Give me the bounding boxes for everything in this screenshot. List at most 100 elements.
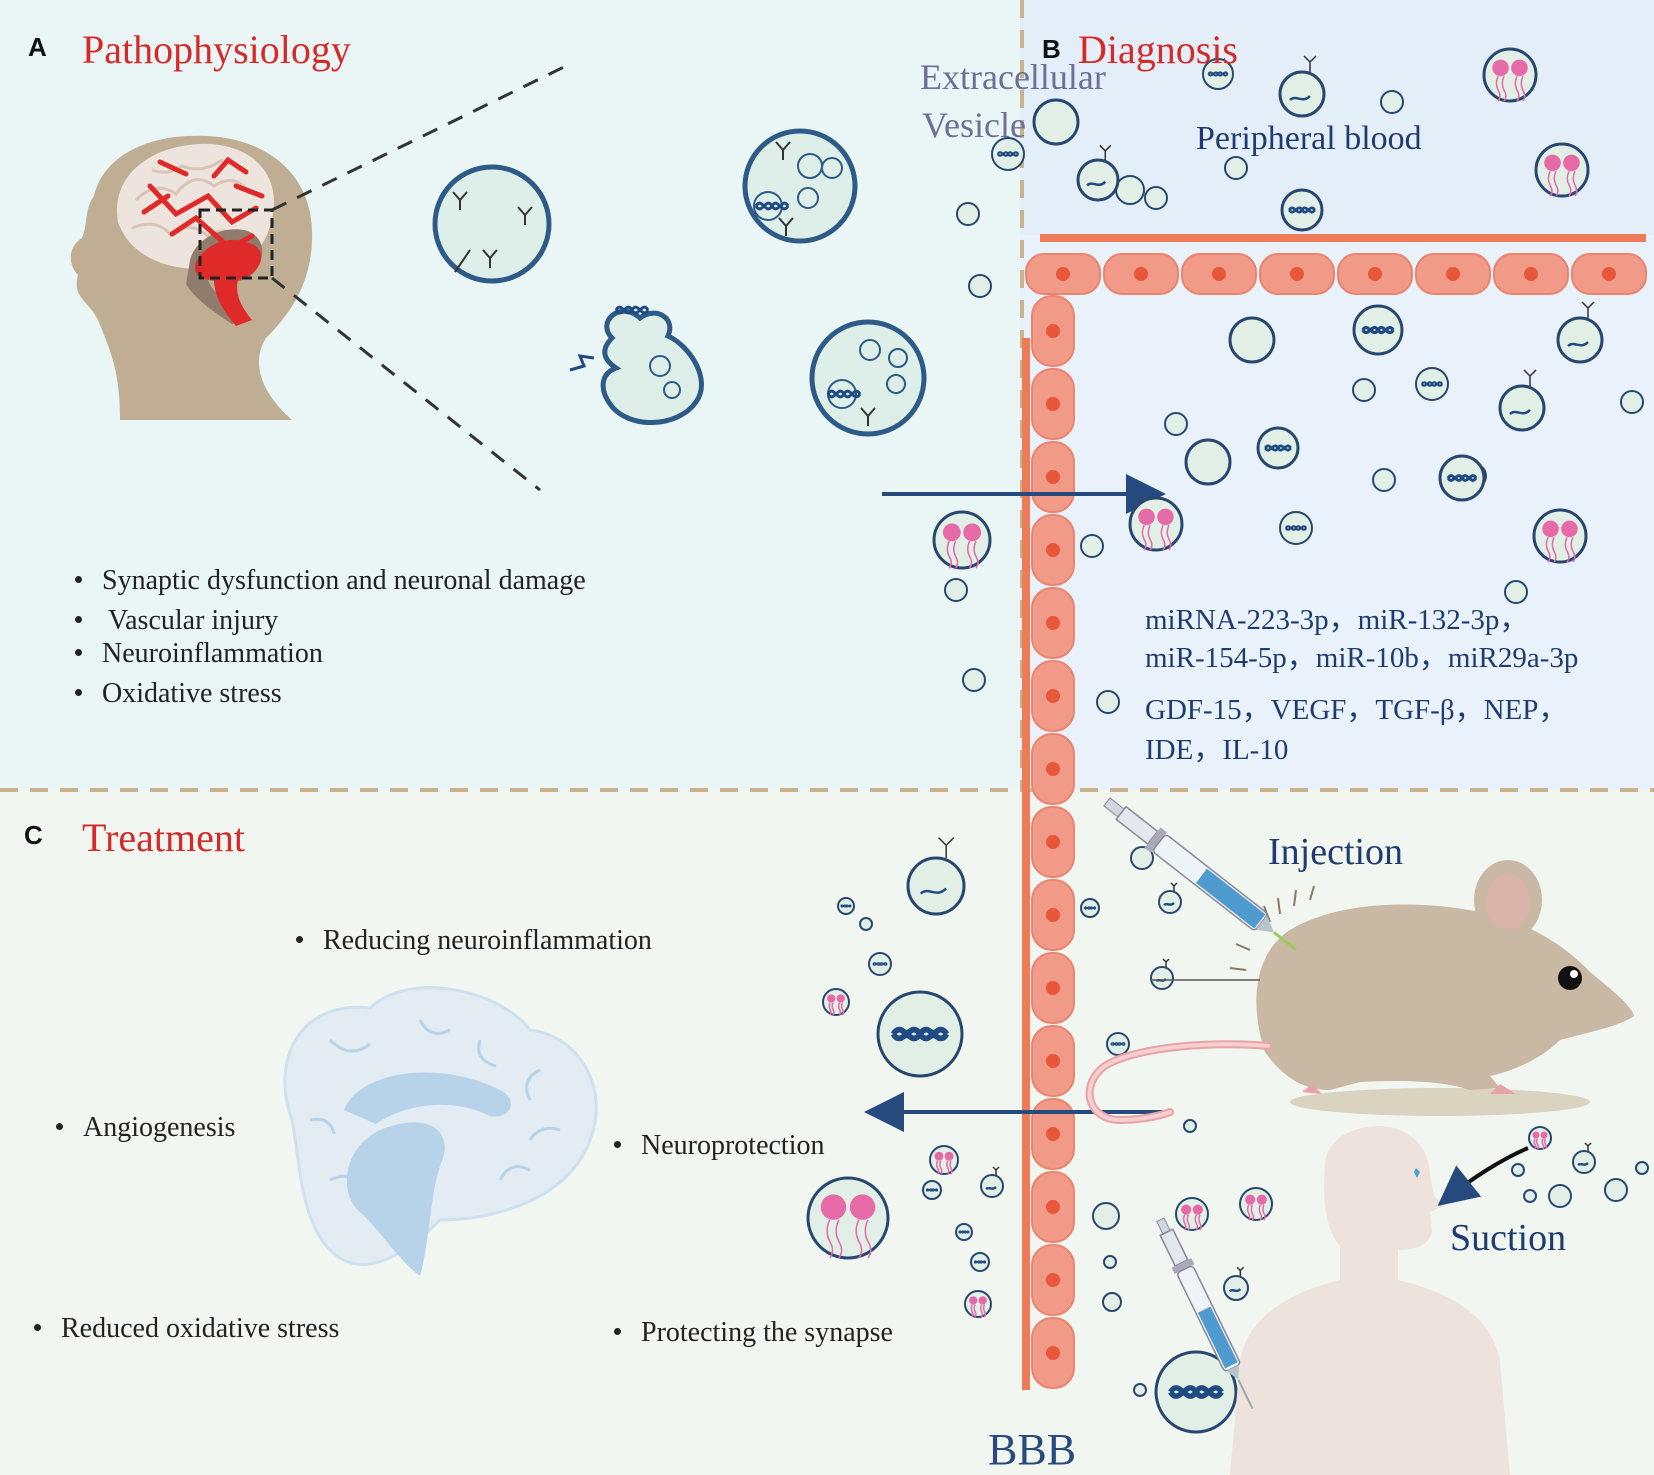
extracellular-vesicle-63	[1572, 1142, 1596, 1174]
extracellular-vesicle-13	[1534, 142, 1590, 198]
extracellular-vesicle-30	[1532, 508, 1588, 564]
extracellular-vesicle-43	[1080, 898, 1100, 918]
panel-b-letter: B	[1042, 34, 1061, 64]
extracellular-vesicle-15	[1352, 304, 1404, 356]
extracellular-vesicle-24	[1498, 369, 1546, 432]
bullet-neuroprotection: Neuroprotection	[614, 1130, 825, 1162]
extracellular-vesicle-14	[1228, 316, 1276, 364]
extracellular-vesicle-35	[1096, 690, 1120, 714]
bullet-synaptic: Synaptic dysfunction and neuronal damage	[75, 565, 586, 597]
extracellular-vesicle-32	[932, 510, 992, 570]
extracellular-vesicle-55	[1103, 1255, 1117, 1269]
vesicle-dna-icon	[809, 319, 927, 437]
extracellular-vesicle-3	[968, 274, 992, 298]
extracellular-vesicle-49	[806, 1176, 890, 1260]
bullet-protecting-synapse-text: Protecting the synapse	[641, 1317, 893, 1348]
extracellular-vesicle-58	[1239, 1187, 1273, 1221]
extracellular-vesicle-27	[1128, 496, 1184, 552]
extracellular-vesicle-61	[1183, 1119, 1197, 1133]
extracellular-vesicle-47	[929, 1145, 959, 1175]
extracellular-vesicle-64	[1548, 1184, 1572, 1208]
bullet-neuroprotection-text: Neuroprotection	[641, 1130, 825, 1161]
extracellular-vesicle-65	[1604, 1178, 1628, 1202]
bullet-neuroinflammation: Neuroinflammation	[75, 638, 323, 670]
extracellular-vesicle-9	[1144, 186, 1168, 210]
extracellular-vesicle-50	[980, 1166, 1004, 1198]
vesicle-antibody-icon	[432, 164, 552, 284]
biomarker-line-3: GDF-15，VEGF，TGF-β，NEP，	[1145, 694, 1568, 726]
extracellular-vesicle-60	[1154, 1350, 1238, 1434]
suction-label: Suction	[1450, 1217, 1567, 1259]
blood-brain-barrier-icon	[1022, 295, 1075, 1390]
bullet-synaptic-text: Synaptic dysfunction and neuronal damage	[102, 565, 586, 596]
extracellular-vesicle-2	[956, 202, 980, 226]
head-with-brain-icon	[70, 62, 571, 492]
extracellular-vesicle-19	[1164, 412, 1188, 436]
bullet-oxidative-text: Oxidative stress	[102, 678, 282, 709]
extracellular-vesicle-21	[1256, 426, 1300, 470]
panel-a-letter: A	[28, 32, 47, 62]
extracellular-vesicle-37	[837, 897, 855, 915]
bullet-oxidative: Oxidative stress	[75, 678, 282, 710]
extracellular-vesicle-66	[1523, 1189, 1537, 1203]
panel-a-title: Pathophysiology	[82, 27, 351, 72]
extracellular-vesicle-33	[944, 578, 968, 602]
extracellular-vesicle-44	[1158, 882, 1182, 914]
ev-label-line1: Extracellular	[920, 57, 1106, 97]
extracellular-vesicle-68	[1635, 1161, 1649, 1175]
extracellular-vesicle-69	[1133, 1383, 1147, 1397]
extracellular-vesicle-12	[1482, 47, 1538, 103]
extracellular-vesicle-22	[1372, 468, 1396, 492]
extracellular-vesicle-39	[868, 952, 892, 976]
extracellular-vesicle-36	[906, 837, 966, 916]
extracellular-vesicle-11	[1280, 188, 1324, 232]
bbb-label: BBB	[988, 1425, 1077, 1474]
extracellular-vesicle-5	[1076, 144, 1120, 202]
extracellular-vesicle-57	[1175, 1197, 1209, 1231]
bullet-neuroinflammation-text: Neuroinflammation	[102, 638, 323, 669]
extracellular-vesicle-8	[1380, 90, 1404, 114]
panel-c-title: Treatment	[82, 815, 245, 860]
biomarker-line-2: miR-154-5p，miR-10b，miR29a-3p	[1145, 642, 1579, 674]
extracellular-vesicle-62	[1528, 1126, 1552, 1150]
bullet-reducing-neuroinflammation: Reducing neuroinflammation	[296, 925, 652, 957]
injection-label: Injection	[1268, 831, 1404, 873]
extracellular-vesicle-41	[876, 990, 964, 1078]
extracellular-vesicle-16	[1556, 301, 1604, 364]
biomarker-line-4: IDE，IL-10	[1145, 734, 1289, 766]
floating-vesicles	[806, 47, 1649, 1434]
extracellular-vesicle-46	[1106, 1032, 1130, 1056]
extracellular-vesicle-7	[1278, 55, 1326, 118]
panel-c-letter: C	[24, 820, 43, 850]
bullet-reducing-neuroinflammation-text: Reducing neuroinflammation	[323, 925, 652, 956]
extracellular-vesicle-67	[1511, 1163, 1525, 1177]
extracellular-vesicle-20	[1184, 438, 1232, 486]
vesicle-cargo-icon	[742, 128, 858, 244]
extracellular-vesicle-25	[1620, 390, 1644, 414]
mouse-icon	[1085, 860, 1634, 1125]
extracellular-vesicle-4	[1115, 175, 1145, 205]
bullet-angiogenesis: Angiogenesis	[56, 1112, 235, 1144]
extracellular-vesicle-34	[962, 668, 986, 692]
extracellular-vesicle-56	[1102, 1292, 1122, 1312]
extracellular-vesicle-18	[1352, 378, 1376, 402]
vesicle-budding-icon	[569, 305, 704, 425]
extracellular-vesicle-51	[955, 1223, 973, 1241]
brain-sagittal-icon	[283, 986, 598, 1276]
ev-label-line2: Vesicle	[922, 105, 1026, 145]
extracellular-vesicle-1	[991, 137, 1025, 171]
extracellular-vesicle-0	[1032, 98, 1080, 146]
vessel-wall-icon	[1025, 234, 1647, 295]
extracellular-vesicle-10	[1224, 156, 1248, 180]
syringe-icon	[1156, 1217, 1254, 1409]
bullet-reduced-oxidative: Reduced oxidative stress	[34, 1313, 339, 1345]
extracellular-vesicle-48	[922, 1180, 942, 1200]
peripheral-blood-label: Peripheral blood	[1196, 120, 1422, 157]
extracellular-vesicle-40	[822, 988, 850, 1016]
extracellular-vesicle-38	[859, 917, 873, 931]
extracellular-vesicle-17	[1415, 367, 1449, 401]
extracellular-vesicle-54	[1092, 1202, 1120, 1230]
extracellular-vesicle-26	[1438, 454, 1486, 502]
syringe-injection-icon	[1103, 797, 1297, 951]
bullet-vascular: Vascular injury	[75, 605, 278, 637]
